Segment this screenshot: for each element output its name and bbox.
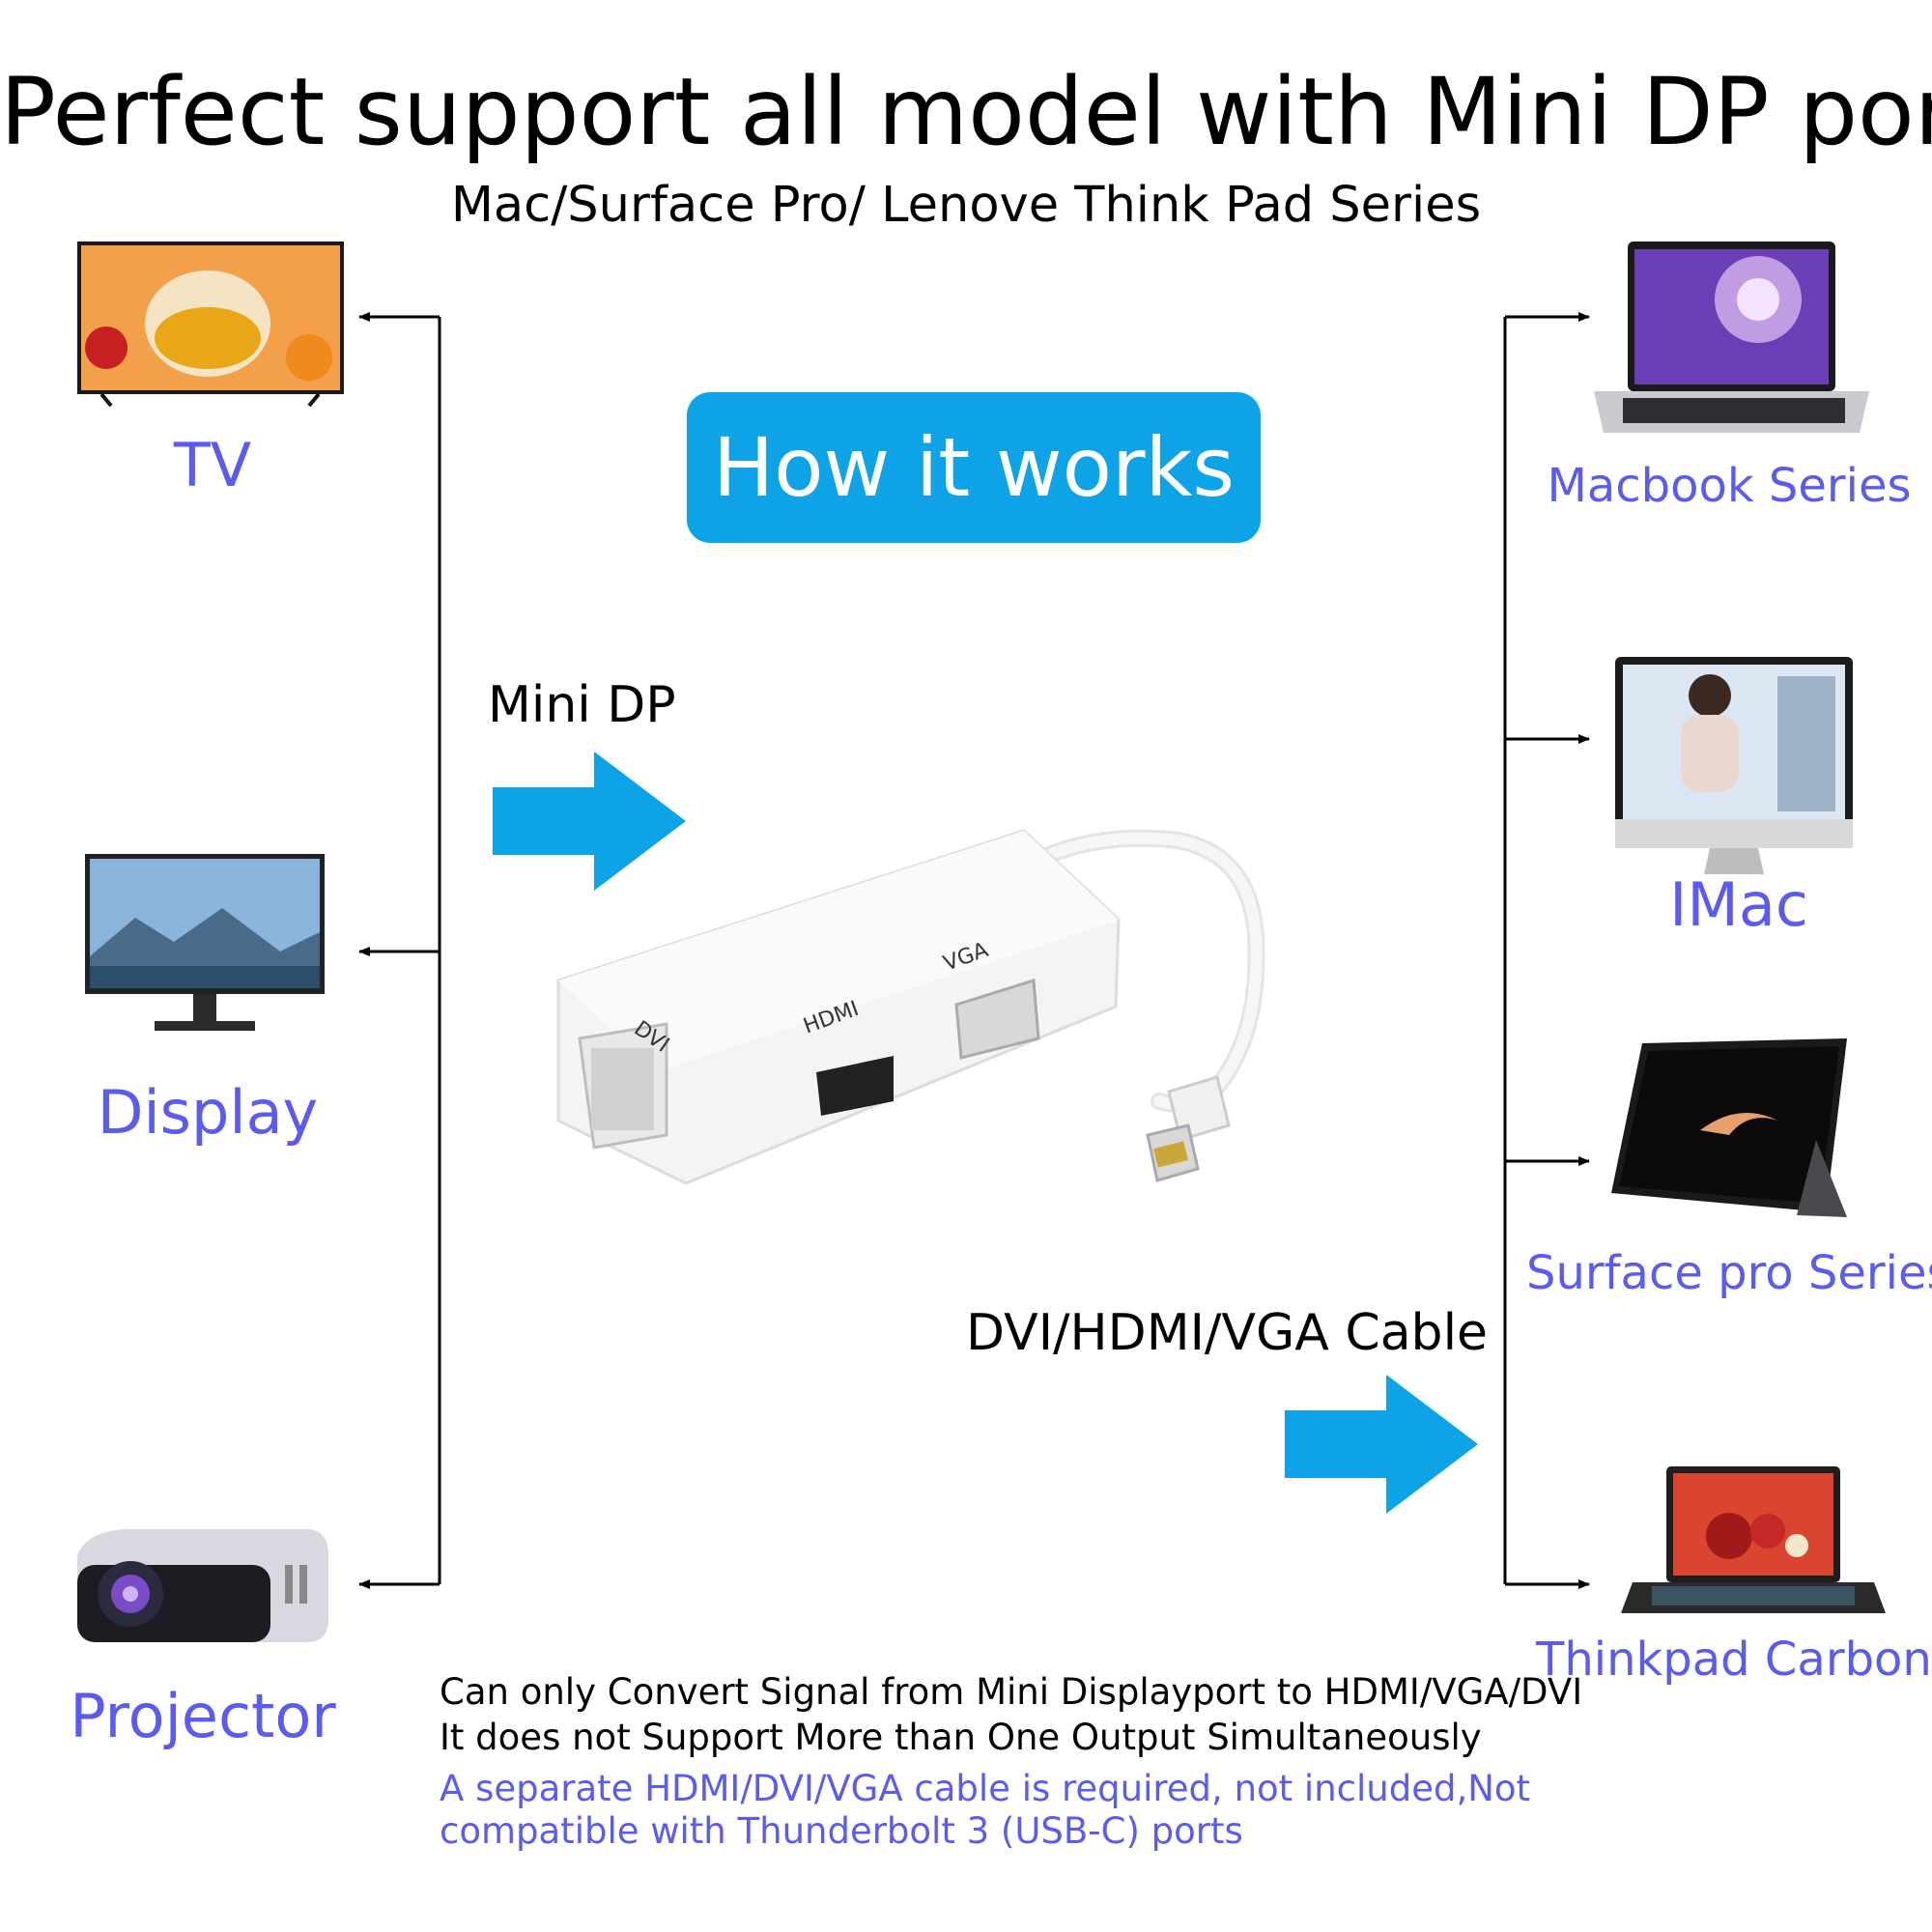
page-title: Perfect support all model with Mini DP p… xyxy=(0,58,1932,166)
how-it-works-button[interactable]: How it works xyxy=(687,392,1261,543)
device-label-imac: IMac xyxy=(1669,869,1808,940)
device-label-projector: Projector xyxy=(70,1681,336,1751)
adapter-image: DVI HDMI VGA xyxy=(556,829,1265,1185)
input-arrow-icon xyxy=(493,752,686,891)
device-label-surface: Surface pro Series xyxy=(1526,1246,1932,1300)
laptop-icon xyxy=(1621,1466,1886,1613)
input-label: Mini DP xyxy=(488,676,676,734)
output-label: DVI/HDMI/VGA Cable xyxy=(966,1304,1489,1362)
note-line-3: A separate HDMI/DVI/VGA cable is require… xyxy=(440,1768,1531,1809)
device-label-macbook: Macbook Series xyxy=(1547,459,1912,513)
note-line-1: Can only Convert Signal from Mini Displa… xyxy=(440,1671,1583,1713)
tv-icon xyxy=(77,242,344,408)
device-label-display: Display xyxy=(97,1077,319,1148)
projector-icon xyxy=(77,1529,328,1642)
laptop-icon xyxy=(1594,242,1869,433)
tablet-icon xyxy=(1611,1038,1847,1217)
device-label-tv: TV xyxy=(173,430,252,500)
note-line-4: compatible with Thunderbolt 3 (USB-C) po… xyxy=(440,1810,1243,1852)
output-arrow-icon xyxy=(1285,1375,1478,1514)
note-line-2: It does not Support More than One Output… xyxy=(440,1717,1482,1758)
device-label-thinkpad: Thinkpad Carbon xyxy=(1536,1633,1932,1687)
imac-icon xyxy=(1615,657,1853,874)
monitor-icon xyxy=(85,854,325,1031)
page-subtitle: Mac/Surface Pro/ Lenove Think Pad Series xyxy=(450,177,1482,234)
